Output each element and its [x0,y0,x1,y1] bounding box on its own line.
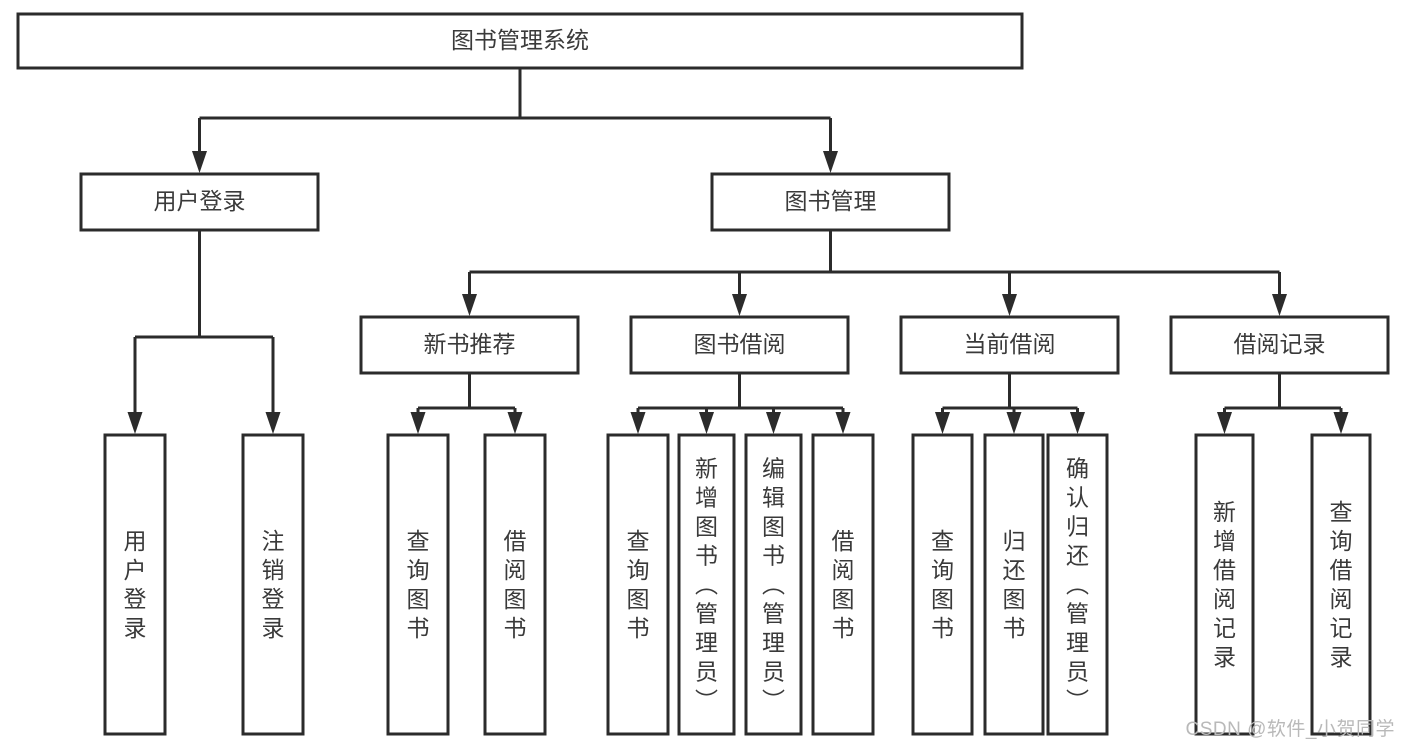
arrow-head-icon [265,412,281,434]
node-label: 编辑图书︵管理员︶ [762,456,785,714]
arrow-head-icon [410,412,426,434]
node-leaf-query-record[interactable]: 查询借阅记录 [1310,433,1372,736]
connector-group-user-login [127,230,281,434]
node-label: 借阅图书 [504,528,527,641]
node-box[interactable] [16,12,1024,70]
node-label: 图书借阅 [694,331,786,357]
node-label: 当前借阅 [964,331,1056,357]
node-label: 用户登录 [154,188,246,214]
node-box[interactable] [710,172,951,232]
node-label: 借阅记录 [1234,331,1326,357]
connector-group-book-borrow [630,373,851,434]
arrow-head-icon [835,412,851,434]
connector-group-current-borrow [935,373,1085,434]
arrow-head-icon [699,412,714,434]
node-book-borrow[interactable]: 图书借阅 [629,315,850,375]
node-label: 查询图书 [627,528,650,641]
node-label: 图书管理系统 [451,27,589,53]
node-leaf-confirm-return[interactable]: 确认归还︵管理员︶ [1046,433,1109,736]
node-box[interactable] [911,433,974,736]
node-leaf-rec-borrow-book[interactable]: 借阅图书 [483,433,547,736]
arrow-head-icon [1217,412,1232,434]
node-box[interactable] [629,315,850,375]
node-leaf-add-book[interactable]: 新增图书︵管理员︶ [677,433,736,736]
node-box[interactable] [241,433,305,736]
connector-group-new-book-rec [410,373,523,434]
node-leaf-logout[interactable]: 注销登录 [241,433,305,736]
node-label: 新书推荐 [424,331,516,357]
node-user-login[interactable]: 用户登录 [79,172,320,232]
arrow-head-icon [1002,294,1017,316]
node-leaf-borrow-query-book[interactable]: 查询图书 [606,433,670,736]
arrow-head-icon [507,412,523,434]
node-leaf-add-record[interactable]: 新增借阅记录 [1194,433,1255,736]
node-label: 新增借阅记录 [1213,499,1236,670]
csdn-watermark: CSDN @软件_小贺同学 [1185,719,1395,740]
node-box[interactable] [1310,433,1372,736]
node-box[interactable] [483,433,547,736]
connector-layer [127,68,1349,434]
node-label: 注销登录 [262,528,285,641]
node-leaf-rec-query-book[interactable]: 查询图书 [386,433,450,736]
connector-group-borrow-record [1217,373,1349,434]
node-box[interactable] [606,433,670,736]
arrow-head-icon [630,412,646,434]
connector-group-root [192,68,838,173]
node-box[interactable] [1169,315,1390,375]
node-label: 归还图书 [1003,528,1026,641]
node-box[interactable] [811,433,875,736]
node-label: 查询图书 [407,528,430,641]
node-leaf-edit-book[interactable]: 编辑图书︵管理员︶ [744,433,803,736]
node-label: 新增图书︵管理员︶ [695,456,718,714]
arrow-head-icon [1333,412,1349,434]
node-book-manage[interactable]: 图书管理 [710,172,951,232]
node-label: 图书管理 [785,188,877,214]
node-box[interactable] [983,433,1045,736]
node-label: 确认归还︵管理员︶ [1066,456,1089,714]
arrow-head-icon [1006,412,1022,434]
arrow-head-icon [935,412,950,434]
arrow-head-icon [823,151,838,173]
node-leaf-cur-query-book[interactable]: 查询图书 [911,433,974,736]
connector-group-book-manage [462,230,1287,316]
arrow-head-icon [766,412,781,434]
node-box[interactable] [103,433,167,736]
arrow-head-icon [462,294,477,316]
node-label: 借阅图书 [832,528,855,641]
node-box[interactable] [1046,433,1109,736]
node-layer: 图书管理系统用户登录图书管理新书推荐图书借阅当前借阅借阅记录用户登录注销登录查询… [16,12,1390,736]
node-box[interactable] [677,433,736,736]
node-leaf-return-book[interactable]: 归还图书 [983,433,1045,736]
node-leaf-borrow-book[interactable]: 借阅图书 [811,433,875,736]
node-label: 查询图书 [931,528,954,641]
arrow-head-icon [732,294,747,316]
arrow-head-icon [1070,412,1085,434]
node-box[interactable] [744,433,803,736]
node-box[interactable] [79,172,320,232]
node-borrow-record[interactable]: 借阅记录 [1169,315,1390,375]
node-root[interactable]: 图书管理系统 [16,12,1024,70]
node-box[interactable] [899,315,1120,375]
node-box[interactable] [386,433,450,736]
node-new-book-rec[interactable]: 新书推荐 [359,315,580,375]
node-current-borrow[interactable]: 当前借阅 [899,315,1120,375]
node-label: 查询借阅记录 [1330,499,1353,670]
node-label: 用户登录 [124,528,147,641]
arrow-head-icon [192,151,207,173]
arrow-head-icon [1272,294,1287,316]
node-box[interactable] [1194,433,1255,736]
arrow-head-icon [127,412,143,434]
node-leaf-user-login[interactable]: 用户登录 [103,433,167,736]
node-box[interactable] [359,315,580,375]
